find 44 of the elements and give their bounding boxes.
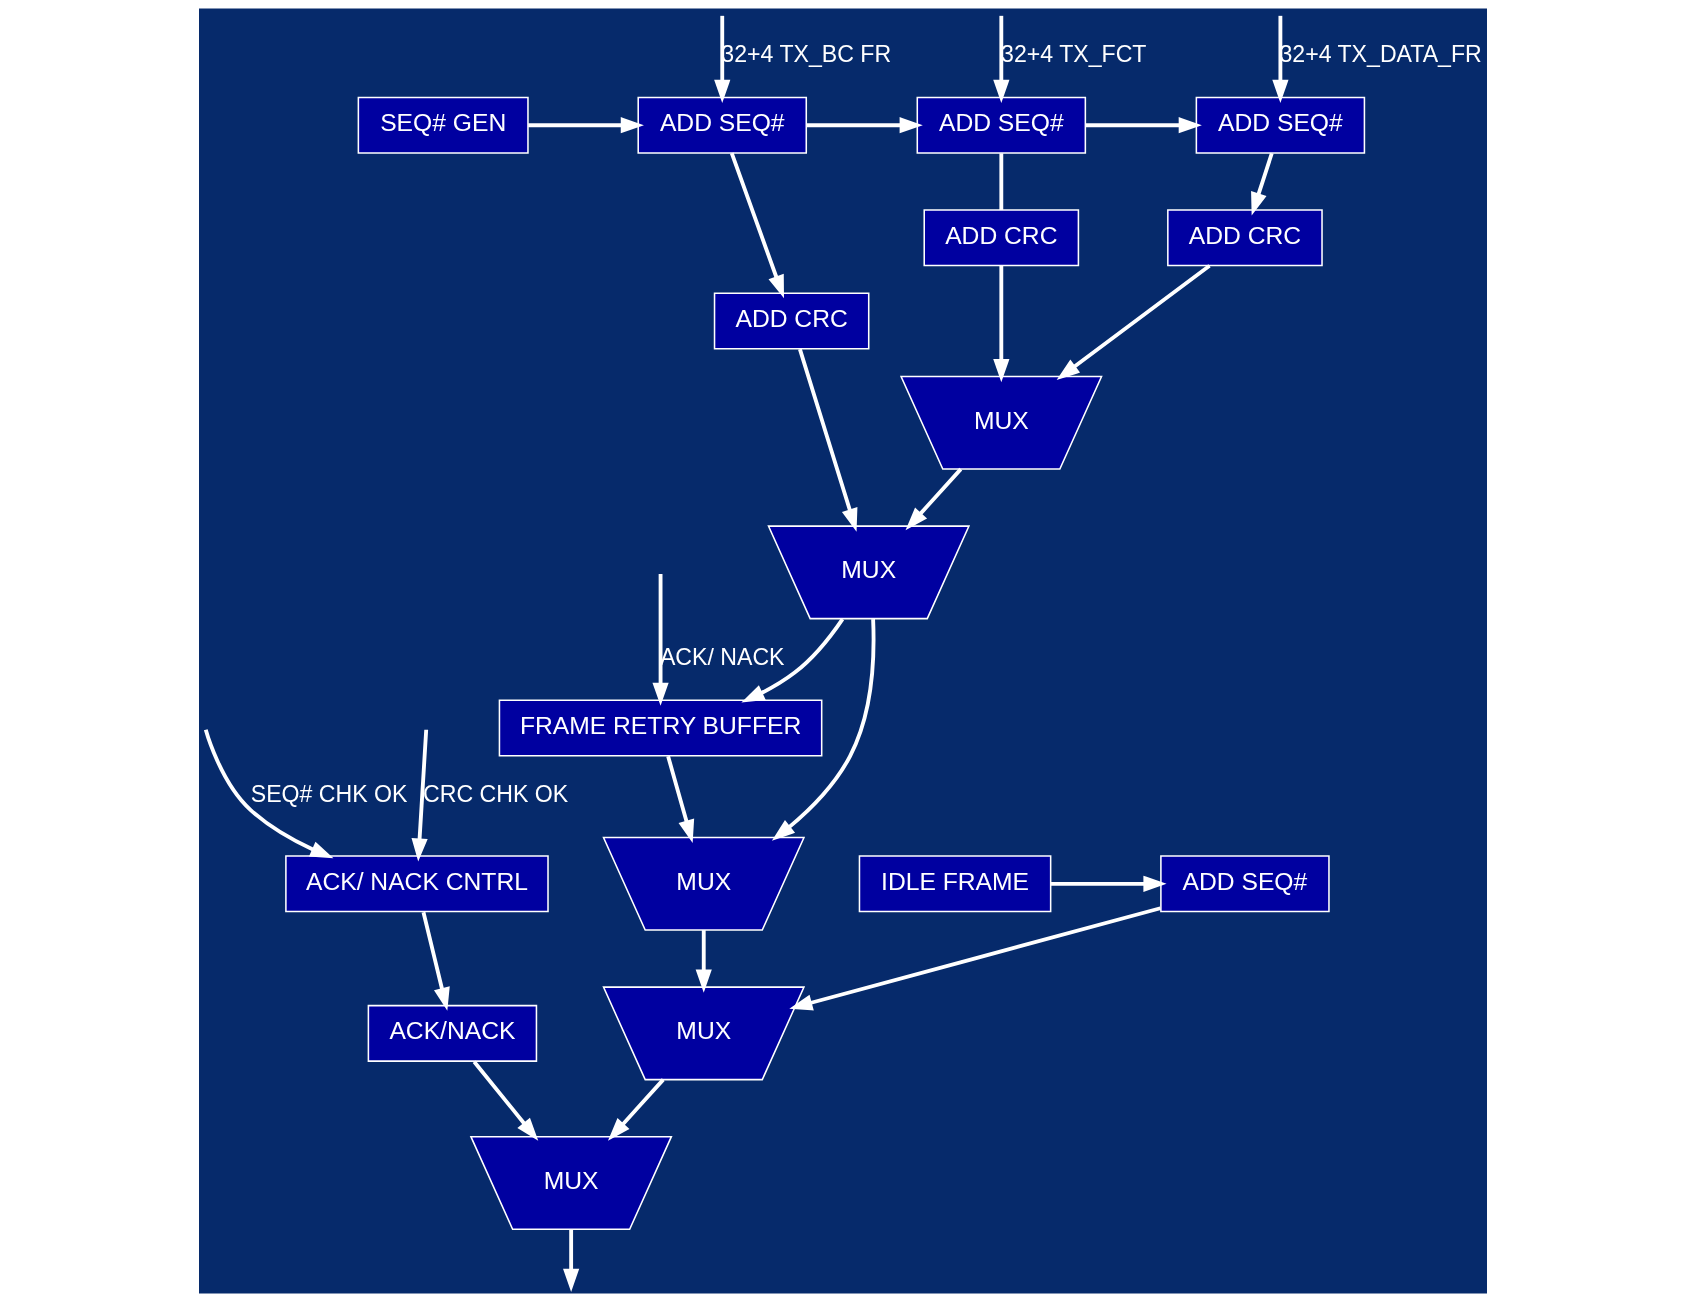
arrow [651, 574, 669, 706]
node-box: ADD CRC [713, 292, 869, 350]
edge-label: ACK/ NACK [659, 643, 785, 670]
arrow [1050, 875, 1167, 892]
arrow [806, 117, 923, 134]
arrow [1056, 264, 1211, 380]
connector [998, 153, 1003, 210]
arrow [1085, 117, 1202, 134]
arrow [695, 930, 712, 993]
arrow [607, 1078, 665, 1141]
node-box: ADD SEQ# [1195, 96, 1365, 154]
arrow [421, 911, 450, 1011]
arrow [992, 265, 1009, 383]
arrow [740, 618, 844, 703]
arrow [665, 755, 694, 844]
arrow [411, 729, 428, 862]
arrow [203, 729, 333, 859]
arrow [905, 467, 962, 531]
node-box: ADD SEQ# [916, 96, 1086, 154]
arrow [788, 906, 1161, 1011]
node-box: SEQ# GEN [357, 96, 529, 154]
edge-label: CRC CHK OK [422, 781, 568, 808]
node-box: ADD CRC [1166, 209, 1323, 267]
arrow [713, 15, 730, 103]
node-box: ADD CRC [922, 209, 1079, 267]
node-box: FRAME RETRY BUFFER [498, 699, 822, 757]
arrow [1250, 152, 1274, 216]
arrow [992, 15, 1009, 103]
node-box: ADD SEQ# [1159, 855, 1330, 913]
arrow [562, 1229, 579, 1292]
node-box: IDLE FRAME [858, 855, 1051, 913]
node-box: ACK/ NACK CNTRL [284, 855, 549, 913]
arrow [729, 152, 784, 299]
edge-label: 32+4 TX_FCT [1000, 41, 1146, 68]
edge-label: 32+4 TX_BC FR [720, 41, 891, 68]
arrow [771, 619, 875, 841]
arrow [797, 348, 857, 532]
edge-label: SEQ# CHK OK [250, 781, 407, 808]
arrow [1271, 15, 1288, 103]
arrow [527, 117, 644, 134]
node-box: ACK/NACK [367, 1004, 537, 1062]
node-box: ADD SEQ# [636, 96, 807, 154]
arrow [472, 1060, 538, 1141]
edge-label: 32+4 TX_DATA_FR [1278, 41, 1482, 68]
